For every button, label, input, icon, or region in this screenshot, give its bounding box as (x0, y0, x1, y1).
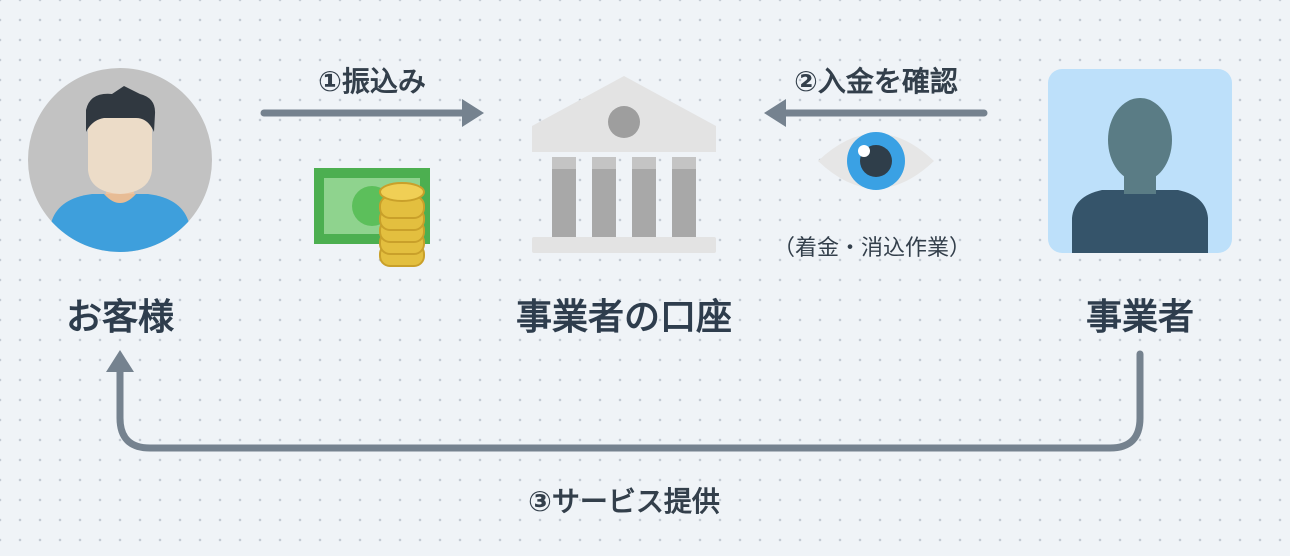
account-label: 事業者の口座 (515, 297, 733, 338)
business-person-icon (1048, 69, 1232, 253)
confirm-step-label: ②入金を確認 (794, 65, 958, 98)
customer-label: お客様 (65, 297, 175, 338)
service-step-label: ③サービス提供 (528, 485, 720, 518)
confirm-arrow (764, 99, 988, 127)
transfer-arrow (260, 99, 484, 127)
business-label: 事業者 (1085, 297, 1195, 338)
customer-avatar-icon (28, 68, 212, 252)
confirm-step-note: （着金・消込作業） (772, 236, 972, 261)
eye-icon (818, 132, 934, 190)
transfer-step-label: ①振込み (318, 65, 426, 98)
service-arrow (106, 350, 1144, 452)
cash-and-coins-icon (314, 168, 430, 267)
bank-building-icon (532, 76, 716, 253)
